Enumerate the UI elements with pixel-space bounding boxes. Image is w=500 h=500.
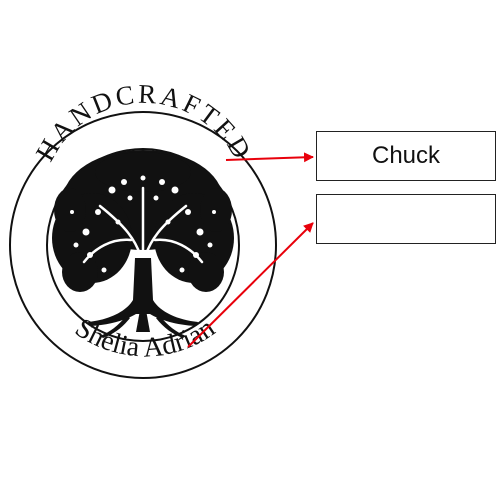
tree-of-life-icon [52, 150, 234, 338]
stamp-seal: HANDCRAFTED Shelia Adrian [9, 79, 277, 379]
text-field-1[interactable]: Chuck [316, 131, 496, 181]
connector-arrows [187, 152, 314, 348]
arrow-top-to-field-1 [225, 152, 314, 163]
text-field-2[interactable] [316, 194, 496, 244]
seal-outer-ring [9, 111, 277, 379]
seal-inner-ring [46, 148, 240, 342]
arrow-name-to-field-2 [187, 222, 314, 348]
